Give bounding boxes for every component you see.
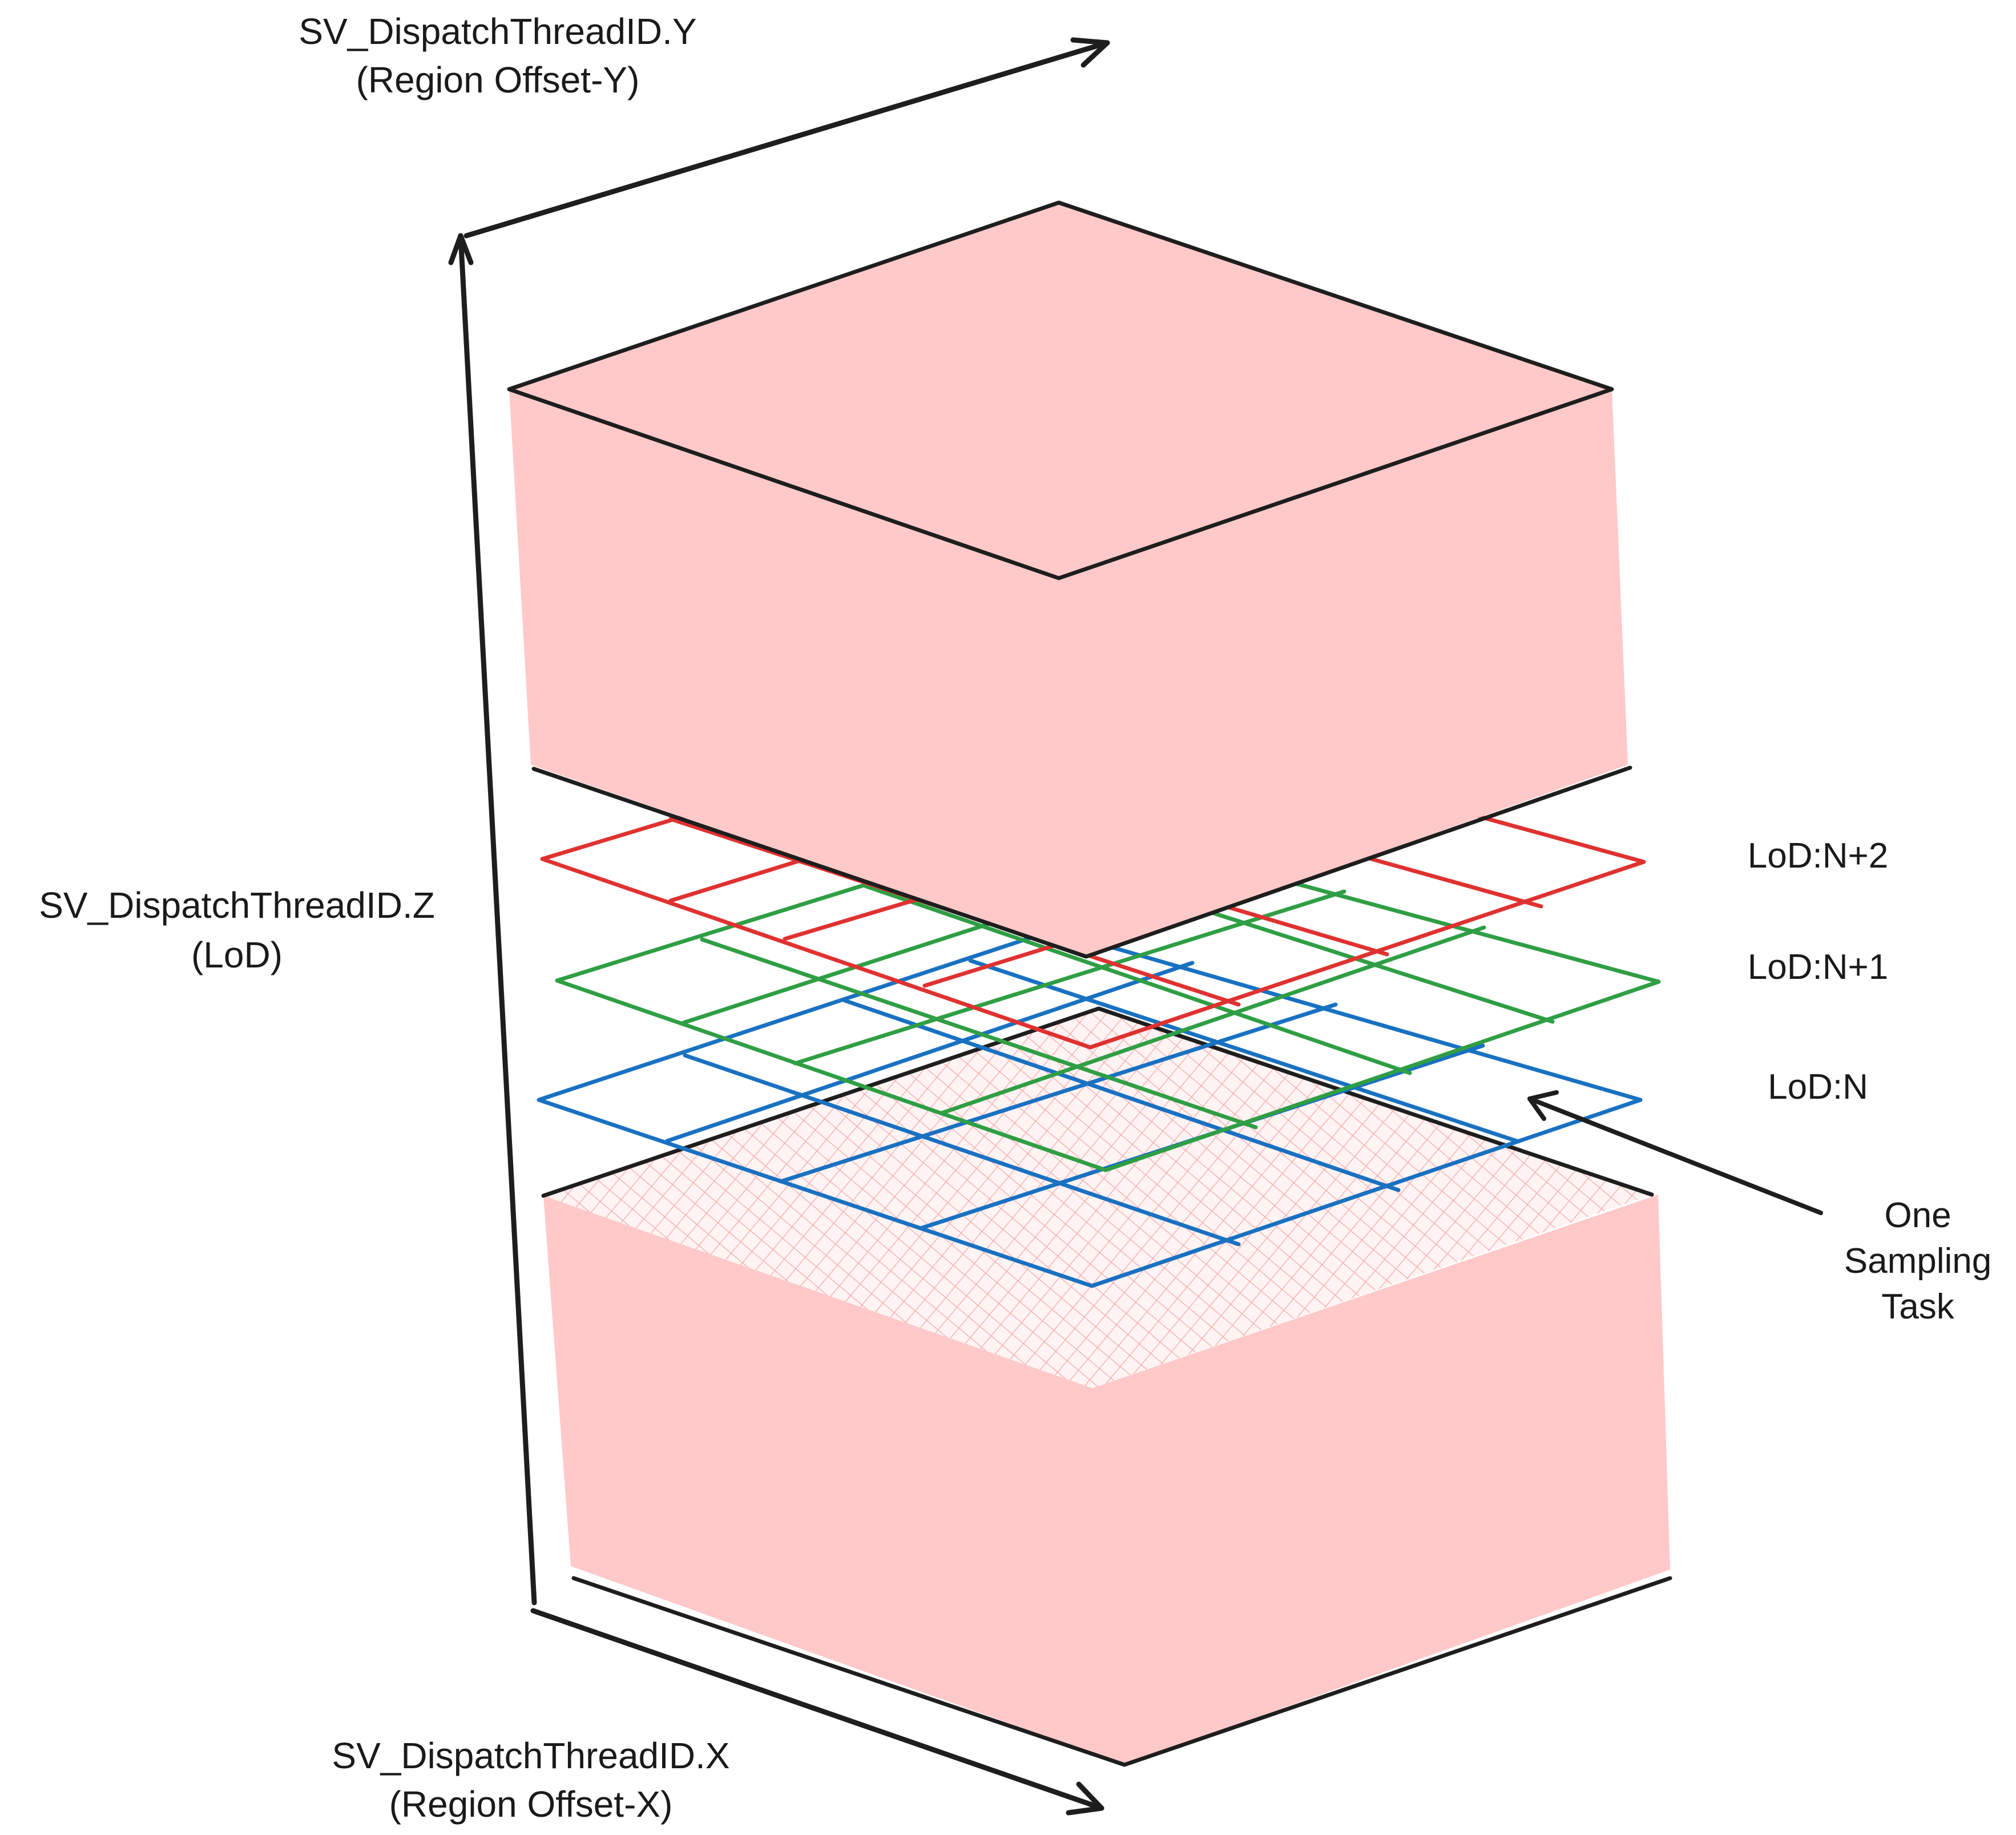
- x-axis: [530, 1608, 1104, 1811]
- y-axis-label: SV_DispatchThreadID.Y (Region Offset-Y): [299, 11, 696, 100]
- top-block-bottom-edge: [531, 765, 1632, 959]
- sampling-task-line2: Sampling: [1844, 1241, 1991, 1281]
- top-block: [507, 200, 1632, 959]
- x-axis-arrowhead: [1066, 1781, 1104, 1816]
- bottom-block: [541, 1006, 1672, 1767]
- bottom-block-top-edge-back: [541, 1006, 1654, 1198]
- bottom-block-bottom-edge: [571, 1576, 1672, 1767]
- y-axis-label-line1: SV_DispatchThreadID.Y: [299, 11, 696, 52]
- z-axis: [458, 233, 537, 1606]
- y-axis: [463, 40, 1110, 239]
- x-axis-label: SV_DispatchThreadID.X (Region Offset-X): [332, 1735, 729, 1825]
- y-axis-arrowhead: [1070, 37, 1110, 68]
- sampling-task-pointer: [1527, 1090, 1823, 1215]
- top-block-top-edge: [507, 200, 1614, 580]
- lod-n-plus-2-label: LoD:N+2: [1748, 836, 1888, 876]
- top-block-body: [509, 201, 1628, 957]
- sampling-task-label: One Sampling Task: [1844, 1196, 1991, 1326]
- lod-n-plus-1-label: LoD:N+1: [1748, 947, 1888, 987]
- lod-legend: LoD:N+2 LoD:N+1 LoD:N: [1748, 836, 1888, 1107]
- z-axis-label: SV_DispatchThreadID.Z (LoD): [39, 885, 435, 975]
- lod-n-label: LoD:N: [1768, 1067, 1868, 1107]
- x-axis-label-line1: SV_DispatchThreadID.X: [332, 1735, 729, 1776]
- axis-lines: [448, 37, 1110, 1816]
- sampling-task-line1: One: [1884, 1196, 1951, 1235]
- bottom-block-body: [543, 1195, 1670, 1765]
- z-axis-arrowhead: [448, 233, 474, 265]
- sampling-task-line3: Task: [1881, 1287, 1954, 1326]
- x-axis-label-line2: (Region Offset-X): [389, 1784, 673, 1825]
- lod-n-grid: [537, 928, 1643, 1288]
- y-axis-label-line2: (Region Offset-Y): [356, 59, 640, 100]
- z-axis-label-line1: SV_DispatchThreadID.Z: [39, 885, 435, 926]
- z-axis-label-line2: (LoD): [191, 934, 283, 975]
